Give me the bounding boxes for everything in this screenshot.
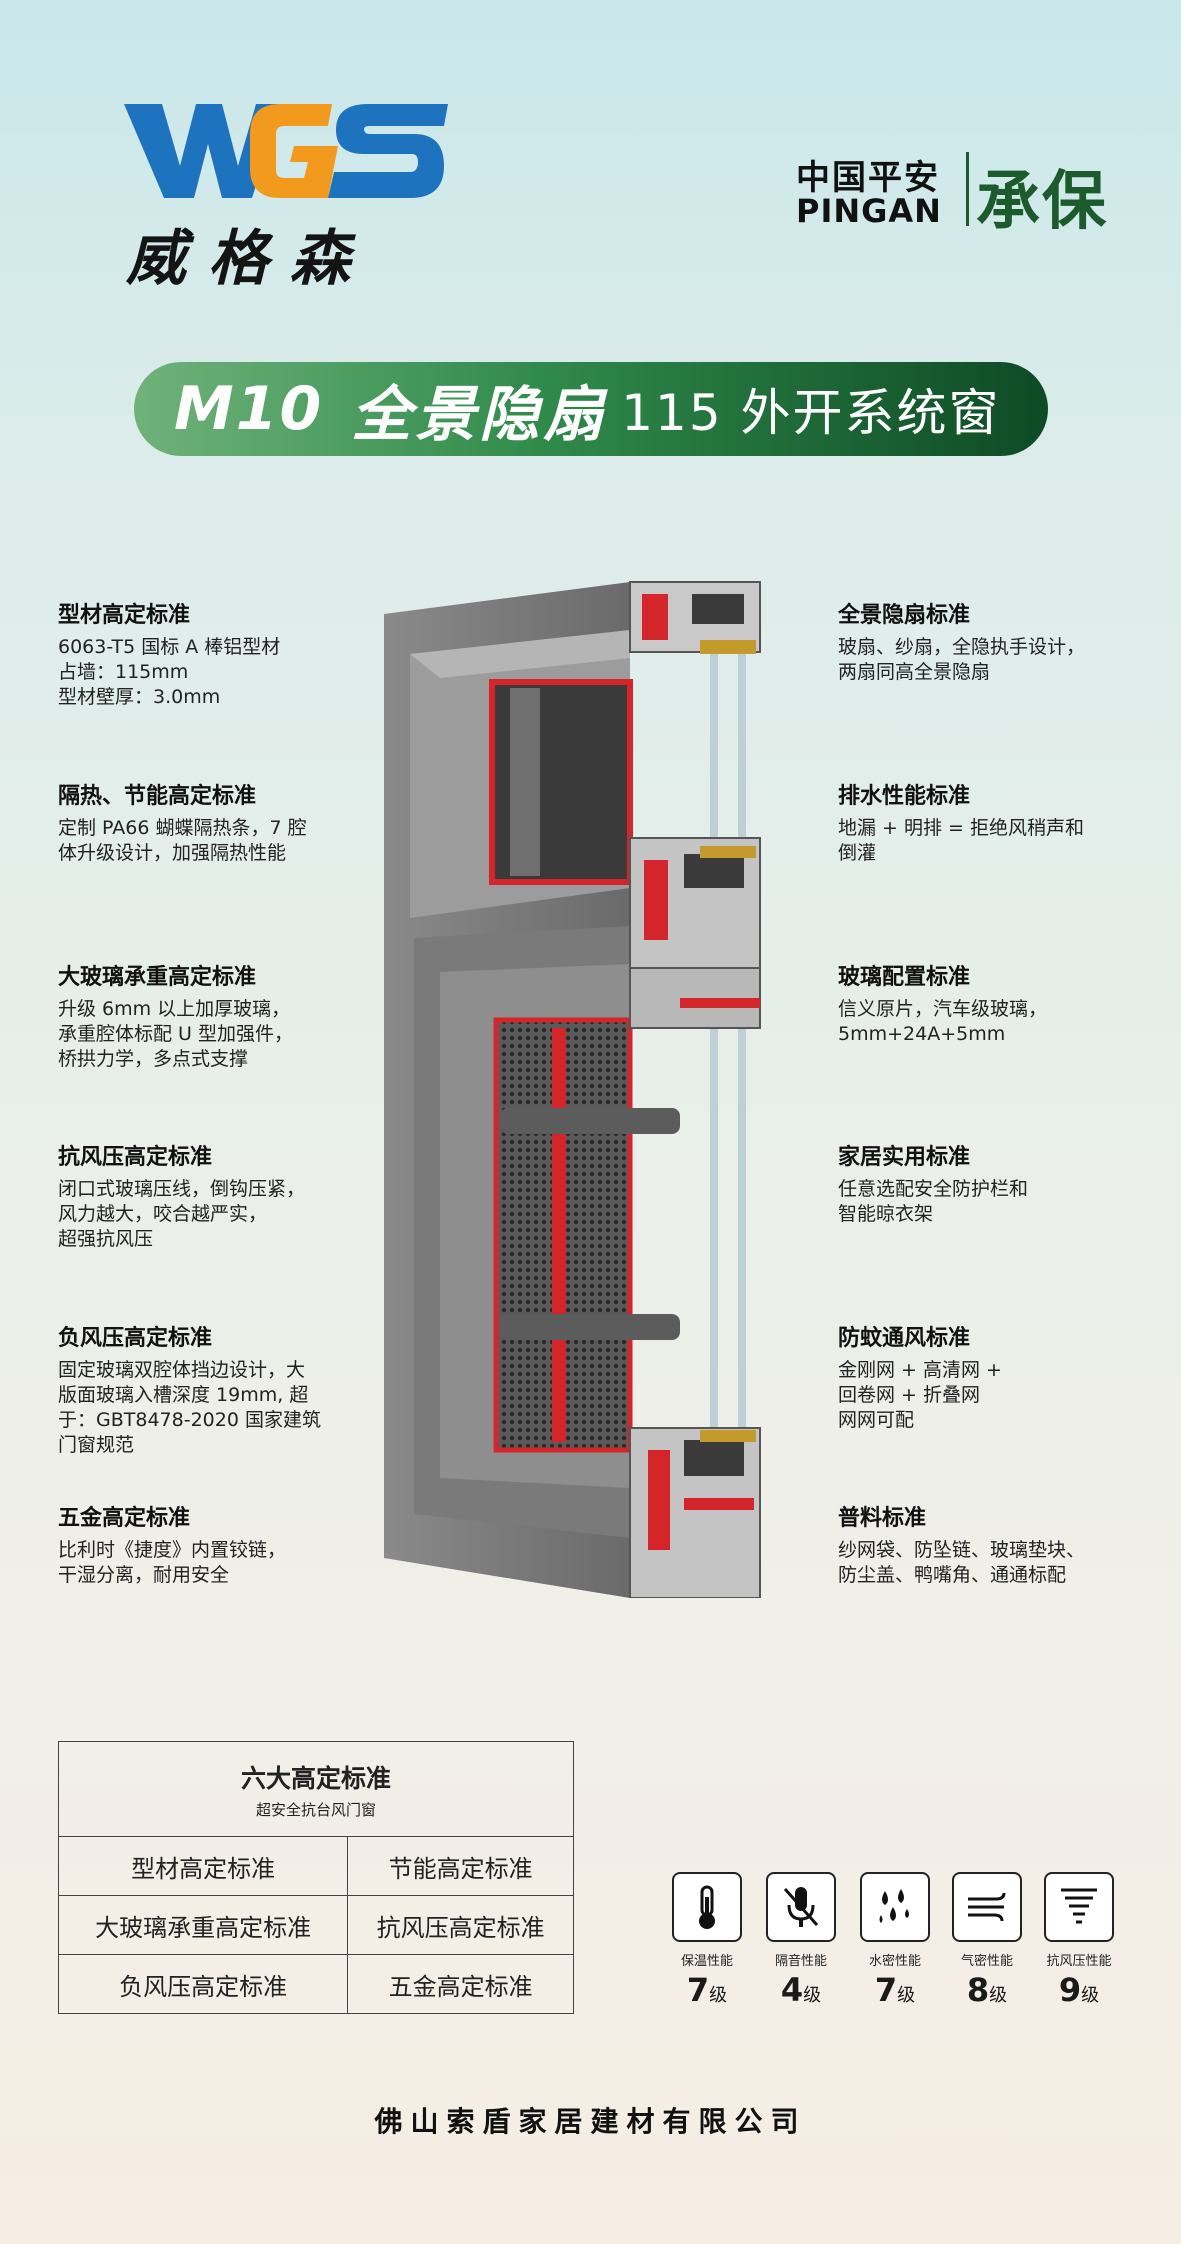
feature-title: 玻璃配置标准 [838, 965, 971, 990]
table-cell: 抗风压高定标准 [347, 1895, 574, 1955]
feature-left-1: 型材高定标准 6063-T5 国标 A 棒铝型材 占墙：115mm 型材壁厚：3… [58, 597, 358, 710]
standards-table-title: 六大高定标准 [240, 1763, 391, 1793]
feature-left-4: 抗风压高定标准 闭口式玻璃压线，倒钩压紧， 风力越大，咬合越严实， 超强抗风压 [58, 1139, 358, 1252]
water-drops-icon [860, 1872, 930, 1942]
feature-desc: 信义原片，汽车级玻璃， 5mm+24A+5mm [838, 998, 1048, 1045]
feature-title: 五金高定标准 [58, 1506, 191, 1531]
feature-desc: 金刚网 + 高清网 + 回卷网 + 折叠网 网网可配 [838, 1359, 1002, 1431]
mute-mic-icon [766, 1872, 836, 1942]
feature-desc: 6063-T5 国标 A 棒铝型材 占墙：115mm 型材壁厚：3.0mm [58, 636, 281, 708]
feature-right-3: 玻璃配置标准 信义原片，汽车级玻璃， 5mm+24A+5mm [838, 959, 1138, 1047]
table-cell: 大玻璃承重高定标准 [57, 1895, 349, 1955]
feature-right-2: 排水性能标准 地漏 + 明排 = 拒绝风稍声和 倒灌 [838, 778, 1138, 866]
thermometer-icon [672, 1872, 742, 1942]
rating-air: 气密性能 8级 [947, 1872, 1027, 2009]
feature-desc: 地漏 + 明排 = 拒绝风稍声和 倒灌 [838, 817, 1084, 864]
feature-left-6: 五金高定标准 比利时《捷度》内置铰链， 干湿分离，耐用安全 [58, 1500, 358, 1588]
rating-label: 抗风压性能 [1046, 1954, 1112, 1969]
feature-right-4: 家居实用标准 任意选配安全防护栏和 智能晾衣架 [838, 1139, 1138, 1227]
partner-tag: 承保 [976, 164, 1108, 239]
feature-title: 全景隐扇标准 [838, 603, 971, 628]
feature-desc: 闭口式玻璃压线，倒钩压紧， 风力越大，咬合越严实， 超强抗风压 [58, 1178, 306, 1250]
standards-table: 六大高定标准 超安全抗台风门窗 型材高定标准 节能高定标准 大玻璃承重高定标准 … [57, 1741, 574, 2014]
table-cell: 节能高定标准 [347, 1836, 574, 1896]
feature-left-3: 大玻璃承重高定标准 升级 6mm 以上加厚玻璃， 承重腔体标配 U 型加强件， … [58, 959, 358, 1072]
feature-right-1: 全景隐扇标准 玻扇、纱扇，全隐执手设计， 两扇同高全景隐扇 [838, 597, 1138, 685]
rating-unit: 级 [709, 1985, 728, 2006]
rating-insulation: 保温性能 7级 [667, 1872, 747, 2009]
standards-table-header: 六大高定标准 超安全抗台风门窗 [58, 1741, 574, 1837]
rating-label: 水密性能 [868, 1954, 921, 1969]
table-row: 大玻璃承重高定标准 抗风压高定标准 [57, 1895, 574, 1955]
table-cell: 型材高定标准 [57, 1836, 349, 1896]
rating-value: 4 [780, 1971, 804, 2009]
rating-unit: 级 [989, 1985, 1008, 2006]
feature-title: 型材高定标准 [58, 603, 191, 628]
feature-title: 负风压高定标准 [58, 1326, 213, 1351]
feature-title: 排水性能标准 [838, 784, 971, 809]
table-row: 型材高定标准 节能高定标准 [57, 1836, 574, 1896]
feature-desc: 比利时《捷度》内置铰链， 干湿分离，耐用安全 [58, 1539, 287, 1586]
feature-left-2: 隔热、节能高定标准 定制 PA66 蝴蝶隔热条，7 腔 体升级设计，加强隔热性能 [58, 778, 358, 866]
brand-name-cn: 威格森 [126, 224, 372, 294]
banner-model: M10 [174, 374, 324, 444]
feature-title: 大玻璃承重高定标准 [58, 965, 257, 990]
rating-unit: 级 [1081, 1985, 1100, 2006]
tornado-icon [1044, 1872, 1114, 1942]
feature-desc: 任意选配安全防护栏和 智能晾衣架 [838, 1178, 1029, 1225]
rating-value: 7 [686, 1971, 710, 2009]
company-name: 佛山索盾家居建材有限公司 [374, 2105, 807, 2138]
banner-rest: 115 外开系统窗 [621, 384, 1001, 442]
rating-label: 气密性能 [960, 1954, 1013, 1969]
feature-title: 隔热、节能高定标准 [58, 784, 257, 809]
feature-right-5: 防蚊通风标准 金刚网 + 高清网 + 回卷网 + 折叠网 网网可配 [838, 1320, 1138, 1433]
banner-series: 全景隐扇 [351, 379, 608, 450]
wgs-logo [124, 104, 448, 198]
feature-right-6: 普料标准 纱网袋、防坠链、玻璃垫块、 防尘盖、鸭嘴角、通通标配 [838, 1500, 1138, 1588]
rating-value: 7 [874, 1971, 898, 2009]
table-cell: 五金高定标准 [347, 1954, 574, 2014]
table-cell: 负风压高定标准 [57, 1954, 349, 2014]
rating-value: 9 [1058, 1971, 1082, 2009]
feature-desc: 升级 6mm 以上加厚玻璃， 承重腔体标配 U 型加强件， 桥拱力学，多点式支撑 [58, 998, 293, 1070]
rating-water: 水密性能 7级 [855, 1872, 935, 2009]
feature-desc: 玻扇、纱扇，全隐执手设计， 两扇同高全景隐扇 [838, 636, 1086, 683]
partner-divider [966, 152, 969, 226]
rating-label: 隔音性能 [774, 1954, 827, 1969]
window-profile-illustration [384, 581, 761, 1598]
table-row: 负风压高定标准 五金高定标准 [57, 1954, 574, 2014]
rating-sound: 隔音性能 4级 [761, 1872, 841, 2009]
title-banner: M10 全景隐扇 115 外开系统窗 [134, 362, 1048, 456]
wind-icon [952, 1872, 1022, 1942]
feature-title: 家居实用标准 [838, 1145, 971, 1170]
rating-unit: 级 [897, 1985, 916, 2006]
feature-desc: 纱网袋、防坠链、玻璃垫块、 防尘盖、鸭嘴角、通通标配 [838, 1539, 1086, 1586]
rating-wind-pressure: 抗风压性能 9级 [1039, 1872, 1119, 2009]
feature-desc: 定制 PA66 蝴蝶隔热条，7 腔 体升级设计，加强隔热性能 [58, 817, 307, 864]
rating-value: 8 [966, 1971, 990, 2009]
partner-name-cn: 中国平安 [796, 158, 940, 198]
partner-name-en: PINGAN [796, 192, 942, 230]
standards-table-subtitle: 超安全抗台风门窗 [255, 1800, 376, 1819]
feature-title: 防蚊通风标准 [838, 1326, 971, 1351]
feature-desc: 固定玻璃双腔体挡边设计，大 版面玻璃入槽深度 19mm, 超 于：GBT8478… [58, 1359, 321, 1456]
feature-title: 普料标准 [838, 1506, 927, 1531]
rating-label: 保温性能 [680, 1954, 733, 1969]
feature-left-5: 负风压高定标准 固定玻璃双腔体挡边设计，大 版面玻璃入槽深度 19mm, 超 于… [58, 1320, 368, 1458]
feature-title: 抗风压高定标准 [58, 1145, 213, 1170]
rating-unit: 级 [803, 1985, 822, 2006]
